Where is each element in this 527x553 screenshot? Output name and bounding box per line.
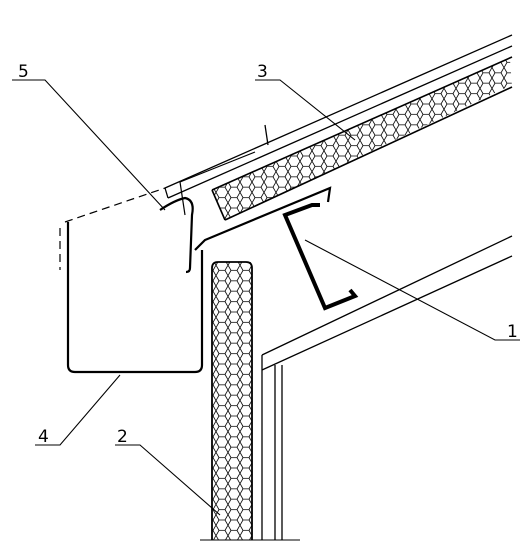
label-5: 5	[18, 62, 29, 82]
label-4: 4	[38, 427, 49, 447]
gutter-cover-dashed	[59, 187, 166, 270]
wall-sandwich-panel	[211, 261, 253, 540]
leader-lines	[12, 79, 520, 516]
leader-4	[35, 374, 121, 446]
leader-1	[304, 239, 520, 341]
roof-sandwich-panel	[211, 56, 513, 221]
gutter	[66, 196, 204, 374]
label-1: 1	[507, 322, 518, 342]
label-3: 3	[257, 62, 268, 82]
leader-3	[255, 79, 356, 141]
leader-2	[115, 444, 221, 516]
leader-5	[12, 79, 166, 211]
interior-frame	[261, 235, 513, 540]
roof-outer-skin	[164, 34, 513, 199]
label-2: 2	[117, 427, 128, 447]
c-purlin	[282, 203, 359, 311]
